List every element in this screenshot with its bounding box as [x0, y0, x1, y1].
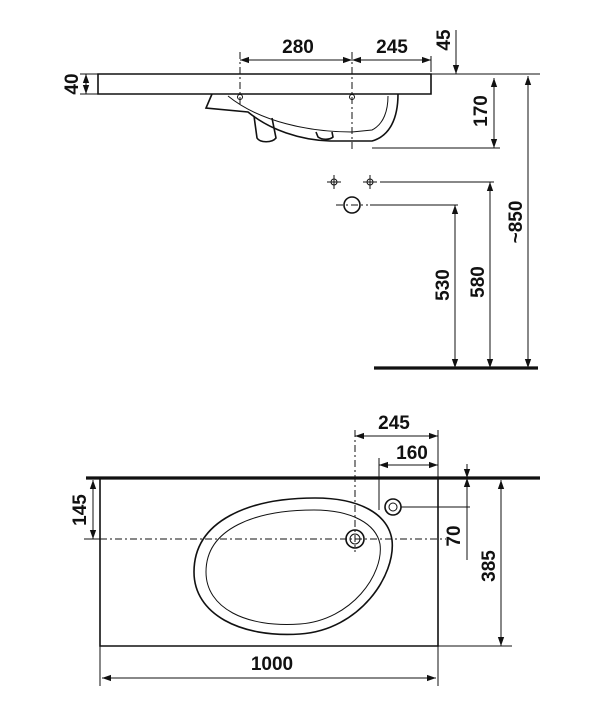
dim-145: 145 — [70, 494, 91, 526]
side-bowl-inner — [227, 95, 389, 133]
plan-basin-inner — [205, 509, 381, 626]
dim-160: 160 — [396, 443, 428, 464]
dim-245-side: 245 — [376, 37, 408, 58]
side-basin-bowl — [204, 93, 399, 142]
plan-tap-hole — [384, 498, 402, 516]
supply-connections — [327, 175, 494, 189]
waste-connection — [336, 196, 458, 214]
side-drain-left — [253, 115, 277, 143]
dim-280: 280 — [282, 37, 314, 58]
dim-1000: 1000 — [251, 654, 293, 675]
side-drain-right — [315, 131, 334, 141]
side-countertop — [97, 73, 432, 95]
dim-530: 530 — [433, 269, 454, 301]
dim-850: ~850 — [506, 201, 527, 244]
plan-basin-outer — [193, 497, 394, 636]
dim-40: 40 — [62, 73, 83, 94]
dim-245-plan: 245 — [378, 413, 410, 434]
dim-580: 580 — [468, 266, 489, 298]
side-hole-marker — [237, 94, 243, 100]
side-tap-marker — [349, 94, 355, 100]
plan-view: 245 160 145 70 385 1000 — [70, 413, 540, 686]
dim-70: 70 — [444, 525, 465, 546]
plan-tap-hole-inner — [388, 502, 398, 512]
plan-countertop — [99, 478, 439, 647]
dim-170: 170 — [471, 95, 492, 127]
side-view: 280 245 45 40 170 ~850 — [62, 29, 540, 370]
dim-45: 45 — [434, 29, 455, 51]
dim-385: 385 — [479, 550, 500, 582]
